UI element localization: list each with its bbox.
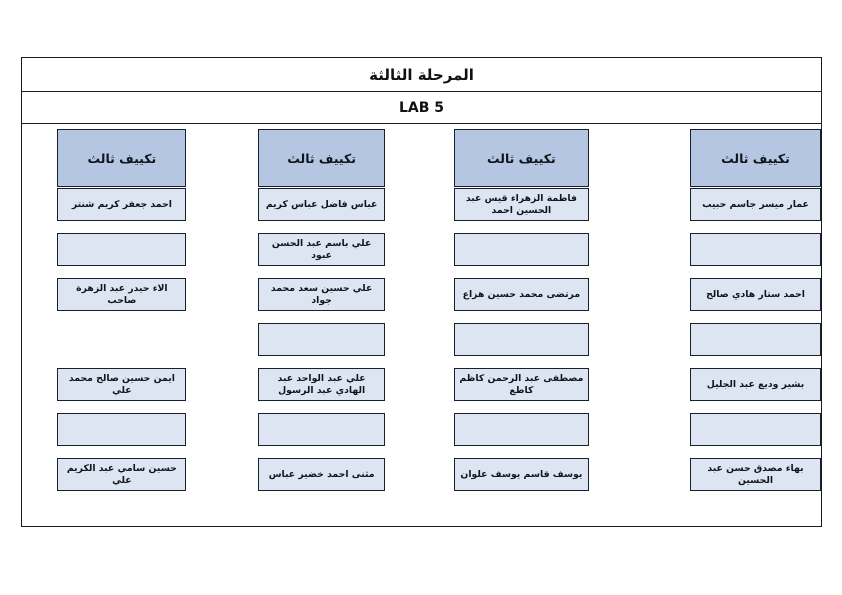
column-header-label: تكييف ثالث [721,150,790,166]
student-name: احمد ستار هادي صالح [706,288,805,300]
student-name: الاء حيدر عبد الزهرة صاحب [76,283,168,306]
roster-cell[interactable] [57,413,187,446]
roster-cell[interactable]: عمار ميسر جاسم حبيب [690,188,821,221]
roster-cell[interactable]: احمد جعفر كريم شنتر [57,188,187,221]
roster-cell[interactable]: مثنى احمد خضير عباس [258,458,386,491]
roster-cell[interactable]: عباس فاضل عباس كريم [258,188,386,221]
roster-cell[interactable]: احمد ستار هادي صالح [690,278,821,311]
roster-cell[interactable]: الاء حيدر عبد الزهرة صاحب [57,278,187,311]
student-name: مثنى احمد خضير عباس [268,468,375,480]
roster-cell[interactable]: مصطفى عبد الرحمن كاظم كاطع [453,368,589,401]
roster-cell[interactable]: ايمن حسين صالح محمد علي [57,368,187,401]
student-name: احمد جعفر كريم شنتر [71,198,172,210]
roster-cell[interactable]: علي حسين سعد محمد جواد [258,278,386,311]
student-name: حسين سامي عبد الكريم علي [66,463,177,486]
student-name: مصطفى عبد الرحمن كاظم كاطع [459,373,584,396]
student-name: مرتضى محمد حسين هزاع [462,288,581,300]
column-header-label: تكييف ثالث [487,150,556,166]
roster-column-2: تكييف ثالث فاطمة الزهراء قيس عبد الحسين … [422,124,622,524]
roster-cell[interactable] [690,323,821,356]
roster-table: المرحلة الثالثة LAB 5 تكييف ثالث عمار مي… [21,57,822,527]
student-name: علي باسم عبد الحسن عبود [271,238,372,261]
page-title: المرحلة الثالثة [369,65,474,84]
roster-cell[interactable] [453,413,589,446]
roster-column-4: تكييف ثالث احمد جعفر كريم شنتر الاء حيدر… [22,124,222,524]
roster-cell[interactable] [690,413,821,446]
roster-cell[interactable]: فاطمة الزهراء قيس عبد الحسين احمد [453,188,589,221]
student-name: بشير وديع عبد الجليل [706,378,805,390]
student-name: علي عبد الواحد عبد الهادي عبد الرسول [277,373,366,396]
roster-cell[interactable]: بشير وديع عبد الجليل [690,368,821,401]
roster-cell[interactable] [258,323,386,356]
roster-cell[interactable]: مرتضى محمد حسين هزاع [453,278,589,311]
student-name: يوسف قاسم يوسف علوان [460,468,583,480]
student-name: بهاء مصدق حسن عبد الحسين [707,463,804,486]
roster-cell[interactable] [690,233,821,266]
column-header-label: تكييف ثالث [287,150,356,166]
roster-cell[interactable]: علي باسم عبد الحسن عبود [258,233,386,266]
lab-subtitle-row: LAB 5 [22,92,821,124]
column-header-4: تكييف ثالث [57,129,187,187]
roster-cell[interactable] [453,233,589,266]
student-name: عباس فاضل عباس كريم [265,198,378,210]
lab-subtitle: LAB 5 [398,99,445,116]
roster-cell[interactable] [258,413,386,446]
roster-cell[interactable] [57,233,187,266]
roster-column-1: تكييف ثالث عمار ميسر جاسم حبيب احمد ستار… [621,124,821,524]
roster-cell-missing [57,323,186,356]
student-name: ايمن حسين صالح محمد علي [68,373,175,396]
column-header-2: تكييف ثالث [453,129,589,187]
column-header-label: تكييف ثالث [87,150,157,166]
student-name: عمار ميسر جاسم حبيب [702,198,809,210]
roster-cell[interactable]: علي عبد الواحد عبد الهادي عبد الرسول [258,368,386,401]
roster-cell[interactable]: يوسف قاسم يوسف علوان [453,458,589,491]
page-title-row: المرحلة الثالثة [22,58,821,92]
student-name: فاطمة الزهراء قيس عبد الحسين احمد [465,193,577,216]
column-header-1: تكييف ثالث [690,129,821,187]
roster-cell[interactable]: بهاء مصدق حسن عبد الحسين [690,458,821,491]
column-header-3: تكييف ثالث [258,129,386,187]
roster-cell[interactable] [453,323,589,356]
roster-column-3: تكييف ثالث عباس فاضل عباس كريم علي باسم … [222,124,422,524]
roster-grid: تكييف ثالث عمار ميسر جاسم حبيب احمد ستار… [22,124,821,524]
roster-cell[interactable]: حسين سامي عبد الكريم علي [57,458,187,491]
student-name: علي حسين سعد محمد جواد [270,283,373,306]
